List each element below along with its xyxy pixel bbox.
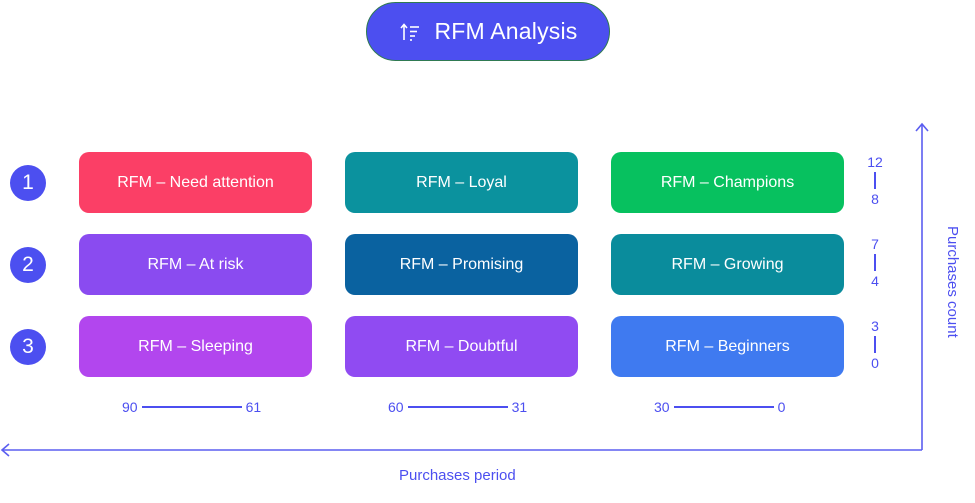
period-range-to: 61	[245, 399, 262, 415]
range-divider	[874, 172, 876, 189]
count-range-top: 12	[867, 154, 883, 170]
segment-need-attention[interactable]: RFM – Need attention	[79, 152, 312, 213]
y-axis-title: Purchases count	[944, 226, 961, 338]
y-axis-arrow	[915, 122, 929, 132]
segment-sleeping[interactable]: RFM – Sleeping	[79, 316, 312, 377]
period-range-from: 90	[122, 399, 138, 415]
x-axis-arrow	[0, 443, 10, 457]
range-divider	[874, 336, 876, 353]
title-pill: RFM Analysis	[366, 2, 610, 61]
range-divider	[673, 406, 774, 408]
segment-doubtful[interactable]: RFM – Doubtful	[345, 316, 578, 377]
segment-growing[interactable]: RFM – Growing	[611, 234, 844, 295]
range-divider	[141, 406, 242, 408]
count-range-bottom: 8	[871, 191, 879, 207]
period-range-col-3: 30 0	[654, 399, 785, 415]
row-badge-2: 2	[10, 247, 46, 283]
period-range-from: 60	[388, 399, 404, 415]
count-range-bottom: 4	[871, 273, 879, 289]
sort-ascending-icon	[399, 22, 419, 41]
period-range-col-1: 90 61	[122, 399, 261, 415]
x-axis-title: Purchases period	[399, 467, 516, 484]
range-divider	[874, 254, 876, 271]
page-title: RFM Analysis	[434, 18, 578, 44]
row-badge-1: 1	[10, 165, 46, 201]
range-divider	[407, 406, 508, 408]
period-range-to: 31	[511, 399, 528, 415]
segment-loyal[interactable]: RFM – Loyal	[345, 152, 578, 213]
period-range-from: 30	[654, 399, 670, 415]
count-range-row-1: 12 8	[864, 154, 886, 207]
segment-at-risk[interactable]: RFM – At risk	[79, 234, 312, 295]
count-range-top: 3	[871, 318, 879, 334]
count-range-row-3: 3 0	[864, 318, 886, 371]
count-range-top: 7	[871, 236, 879, 252]
segment-champions[interactable]: RFM – Champions	[611, 152, 844, 213]
count-range-bottom: 0	[871, 355, 879, 371]
count-range-row-2: 7 4	[864, 236, 886, 289]
segment-beginners[interactable]: RFM – Beginners	[611, 316, 844, 377]
row-badge-3: 3	[10, 329, 46, 365]
period-range-col-2: 60 31	[388, 399, 527, 415]
segment-promising[interactable]: RFM – Promising	[345, 234, 578, 295]
period-range-to: 0	[777, 399, 786, 415]
